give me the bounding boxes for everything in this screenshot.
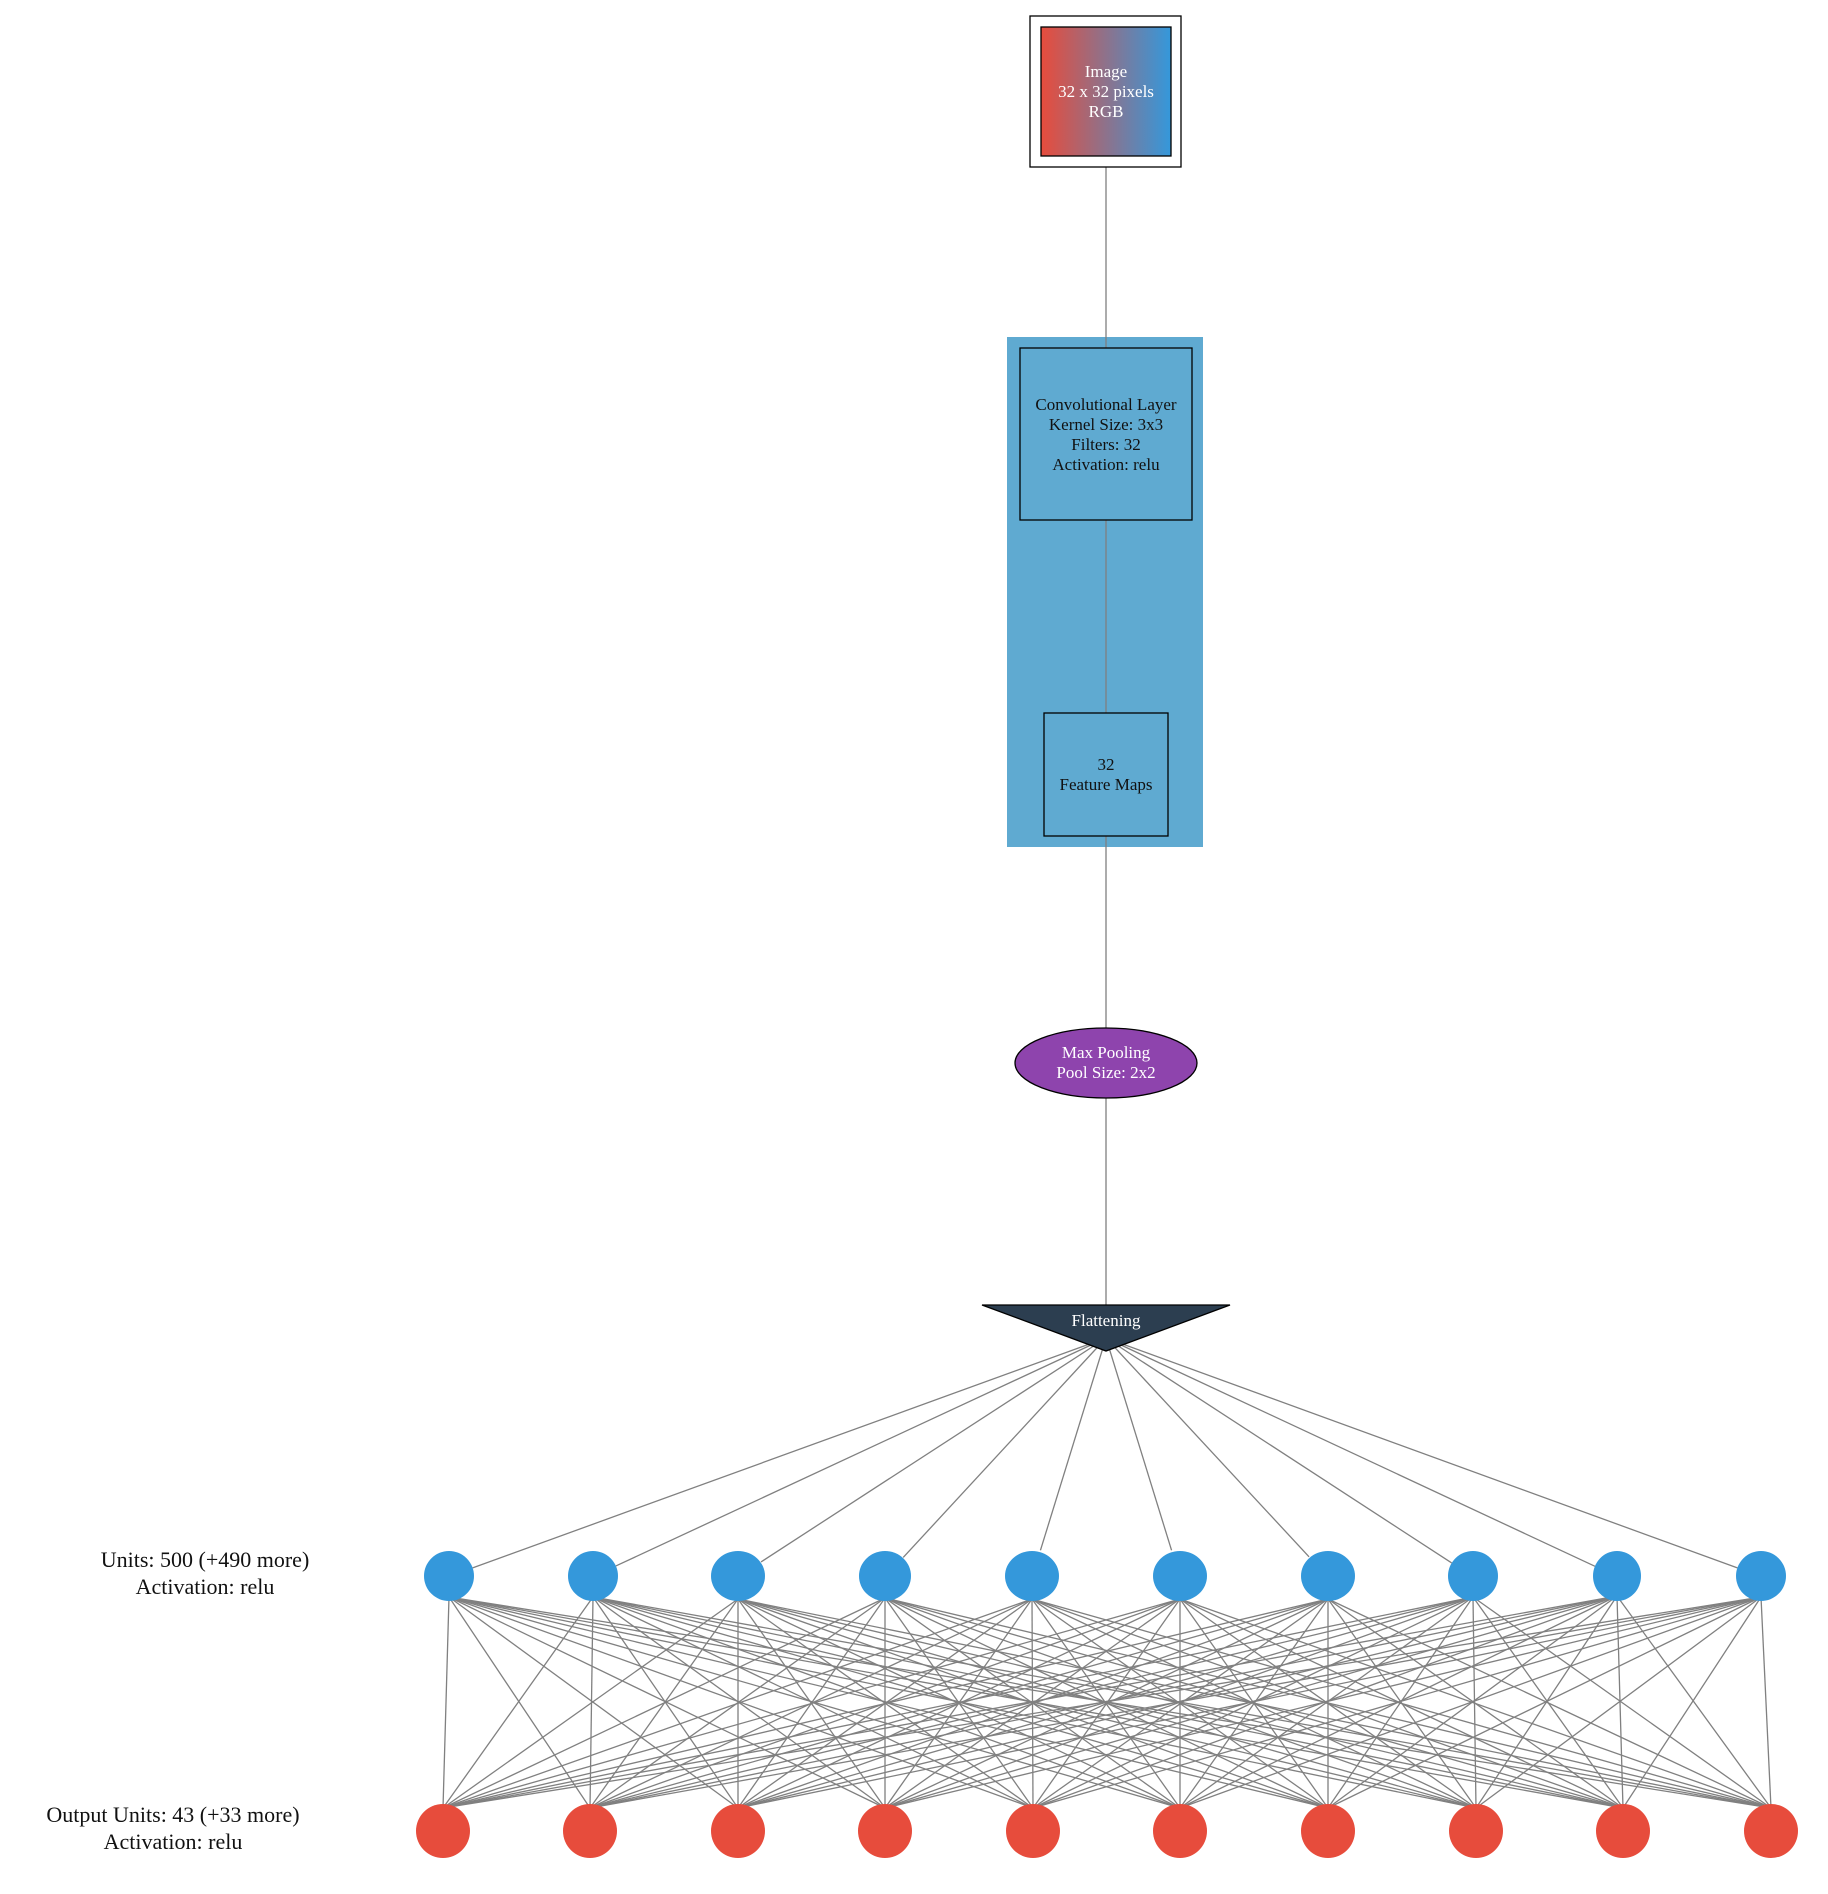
dense-node — [1005, 1551, 1059, 1601]
edge-dense-output — [1327, 1598, 1624, 1809]
edge-dense-output — [589, 1596, 1474, 1809]
input-image-node: Image 32 x 32 pixels RGB — [1029, 15, 1182, 168]
input-label-line-2: 32 x 32 pixels — [1058, 82, 1154, 101]
output-node — [1596, 1804, 1650, 1858]
dense-label-line-2: Activation: relu — [136, 1574, 275, 1599]
edge-flatten-dense — [1105, 1337, 1596, 1567]
edge-dense-output — [442, 1598, 1033, 1809]
edge-dense-output — [884, 1596, 1762, 1809]
edge-dense-output — [1472, 1596, 1772, 1809]
pooling-label-line-1: Max Pooling — [1062, 1043, 1151, 1062]
edge-dense-output — [442, 1596, 1762, 1809]
output-node — [858, 1804, 912, 1858]
conv-layer-node: Convolutional Layer Kernel Size: 3x3 Fil… — [1019, 347, 1193, 521]
edge-dense-output — [442, 1598, 1329, 1809]
edge-dense-output — [1179, 1598, 1329, 1809]
dense-label-line-1: Units: 500 (+490 more) — [101, 1547, 310, 1572]
edge-dense-output — [448, 1596, 591, 1809]
conv-label-line-1: Convolutional Layer — [1035, 395, 1177, 414]
edge-dense-output — [1622, 1596, 1762, 1809]
edge-dense-output — [448, 1596, 739, 1809]
dense-node — [1736, 1551, 1786, 1601]
pooling-label-line-2: Pool Size: 2x2 — [1056, 1063, 1155, 1082]
edge-dense-output — [1472, 1596, 1477, 1809]
edge-dense-output — [1327, 1598, 1477, 1809]
edge-flatten-dense — [1105, 1337, 1173, 1551]
edge-dense-output — [1475, 1596, 1762, 1809]
edge-dense-output — [442, 1598, 739, 1809]
edge-flatten-dense — [1105, 1337, 1738, 1569]
output-node — [1301, 1804, 1355, 1858]
dense-layer-nodes — [424, 1551, 1786, 1601]
edge-dense-output — [884, 1598, 1329, 1809]
edge-dense-output — [589, 1596, 1762, 1809]
dense-node — [568, 1551, 618, 1601]
edge-dense-output — [737, 1598, 1329, 1809]
dense-node — [1448, 1551, 1498, 1601]
edge-flatten-dense — [472, 1337, 1107, 1569]
edge-dense-output — [1616, 1595, 1772, 1809]
output-node — [1449, 1804, 1503, 1858]
max-pooling-node: Max Pooling Pool Size: 2x2 — [1014, 1027, 1198, 1099]
edge-dense-output — [1032, 1598, 1329, 1809]
flatten-label: Flattening — [1072, 1311, 1141, 1330]
output-layer-nodes — [416, 1804, 1798, 1858]
output-node — [1153, 1804, 1207, 1858]
edge-flatten-dense — [1105, 1337, 1453, 1564]
dense-node — [1301, 1551, 1355, 1601]
output-node — [563, 1804, 617, 1858]
feature-maps-line-1: 32 — [1098, 755, 1115, 774]
edge-flatten-dense — [615, 1337, 1107, 1567]
edge-dense-output — [442, 1595, 1618, 1809]
edge-dense-output — [1179, 1596, 1474, 1809]
output-node — [416, 1804, 470, 1858]
dense-node — [711, 1551, 765, 1601]
feature-maps-node: 32 Feature Maps — [1043, 712, 1169, 837]
dense-node — [1593, 1551, 1641, 1601]
conv-label-line-4: Activation: relu — [1052, 455, 1160, 474]
edge-dense-output — [1179, 1596, 1762, 1809]
edge-dense-output — [1327, 1596, 1474, 1809]
edge-dense-output — [442, 1597, 886, 1809]
edge-flatten-dense — [902, 1337, 1107, 1558]
conv-label-line-3: Filters: 32 — [1071, 435, 1140, 454]
output-node — [1744, 1804, 1798, 1858]
edge-dense-output — [442, 1598, 1181, 1809]
dense-node — [1153, 1551, 1207, 1601]
dense-node — [859, 1551, 911, 1601]
edge-dense-output — [589, 1598, 1329, 1809]
edge-dense-output — [1032, 1596, 1474, 1809]
output-node — [1006, 1804, 1060, 1858]
output-label-line-1: Output Units: 43 (+33 more) — [46, 1802, 299, 1827]
edge-dense-output — [442, 1596, 450, 1809]
input-label-line-3: RGB — [1089, 102, 1124, 121]
edge-dense-output — [1327, 1596, 1762, 1809]
feature-maps-line-2: Feature Maps — [1059, 775, 1152, 794]
edge-flatten-dense — [1039, 1337, 1107, 1551]
output-node — [711, 1804, 765, 1858]
connection-edges — [442, 167, 1772, 1809]
edge-dense-output — [1032, 1596, 1762, 1809]
edge-dense-output — [442, 1596, 1474, 1809]
input-label-line-1: Image — [1085, 62, 1127, 81]
edge-dense-output — [737, 1596, 1762, 1809]
edge-dense-output — [1760, 1596, 1772, 1809]
edge-dense-output — [1472, 1596, 1624, 1809]
edge-flatten-dense — [760, 1337, 1107, 1563]
conv-label-line-2: Kernel Size: 3x3 — [1049, 415, 1163, 434]
edge-dense-output — [442, 1596, 594, 1809]
dense-node — [424, 1551, 474, 1601]
output-label-line-2: Activation: relu — [104, 1829, 243, 1854]
edge-flatten-dense — [1105, 1337, 1310, 1558]
flatten-node: Flattening — [981, 1304, 1231, 1352]
